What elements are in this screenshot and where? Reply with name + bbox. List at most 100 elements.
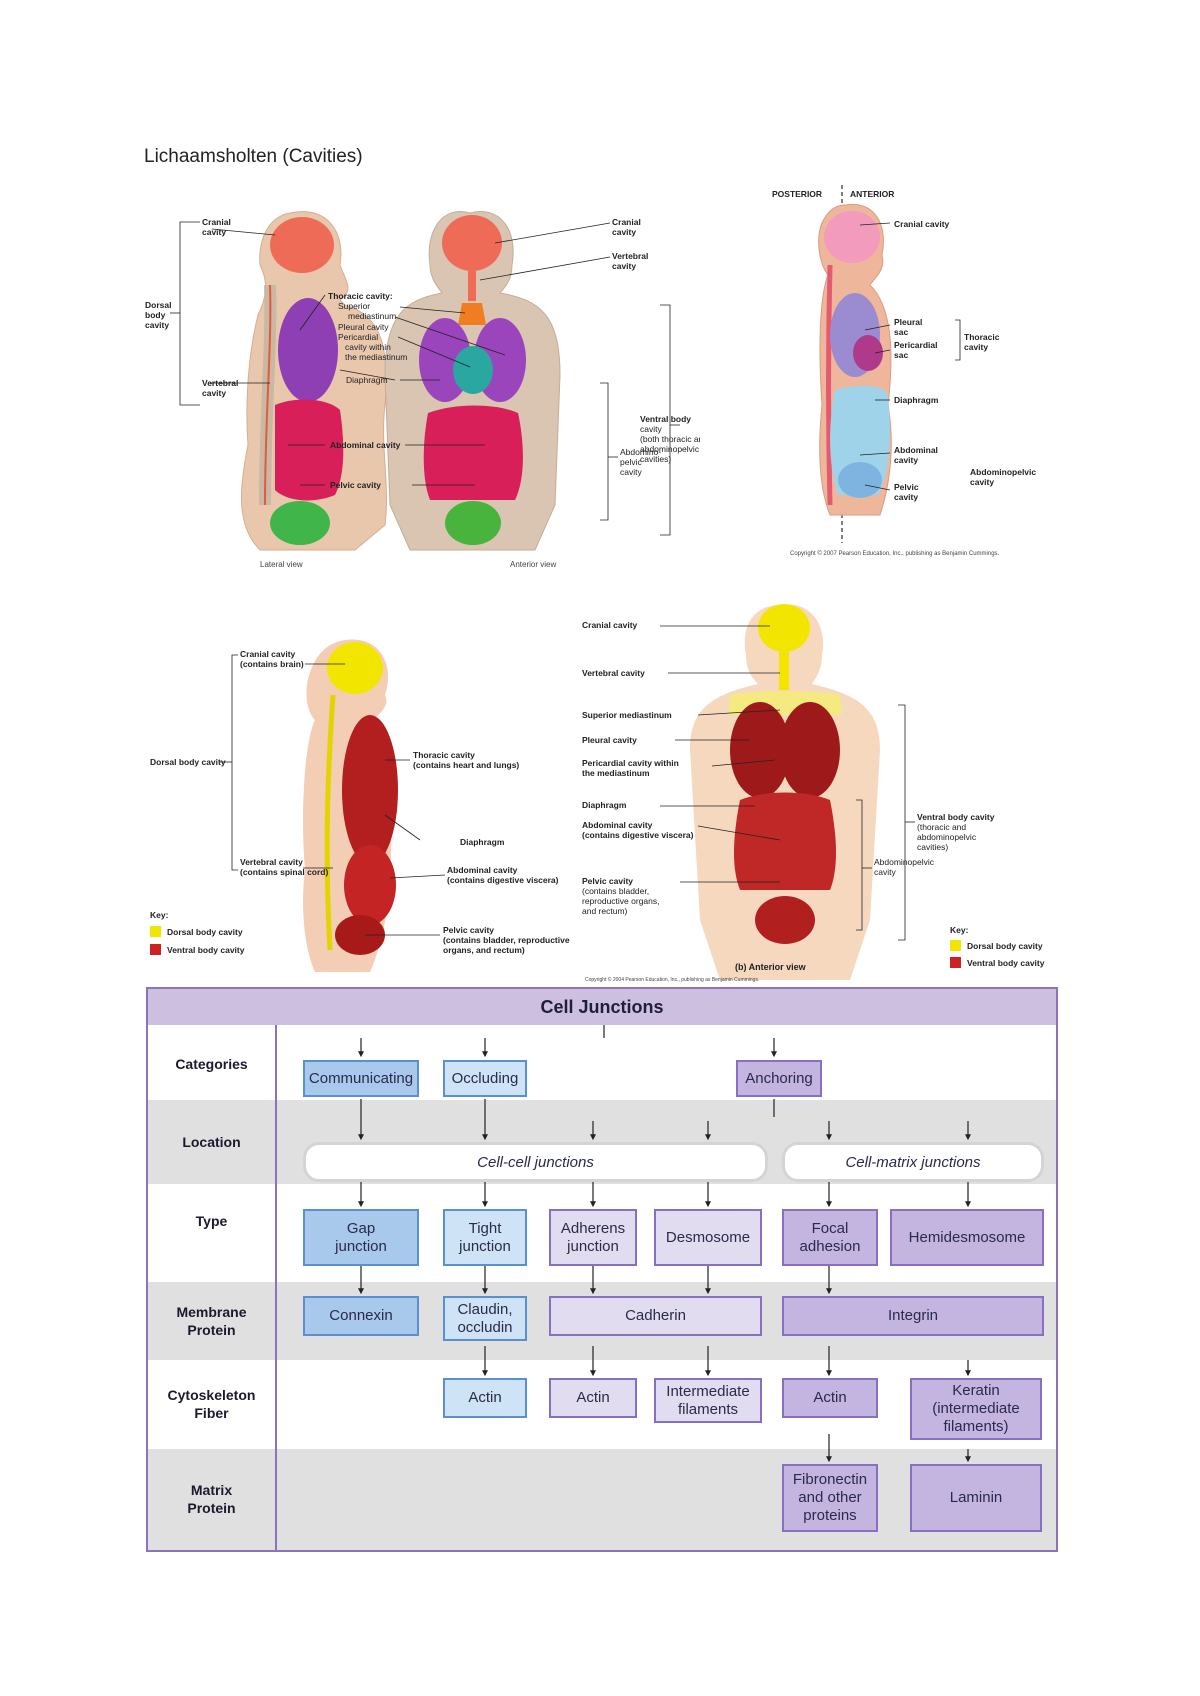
row-label-location: Location	[182, 1134, 241, 1150]
label-pleural-cavity: Pleural cavity	[338, 322, 389, 332]
label-ant2-rectum: and rectum)	[582, 906, 628, 916]
box-anchoring: Anchoring	[736, 1060, 822, 1097]
body-cavities-figure-sagittal: POSTERIOR ANTERIOR Cranial cavity Pleura…	[772, 185, 1036, 557]
label-key-abdominal: Abdominal cavity	[447, 865, 518, 875]
label-ant-cranial: Cranial	[612, 217, 641, 227]
label-ventral-both: (both thoracic and	[640, 434, 700, 444]
label-posterior: POSTERIOR	[772, 189, 822, 199]
copyright-ant2: Copyright © 2004 Pearson Education, Inc.…	[585, 976, 759, 983]
label-diaphragm: Diaphragm	[346, 375, 388, 385]
box-actin-adherens: Actin	[549, 1378, 637, 1418]
label-ant2-key-ventral: Ventral body cavity	[967, 958, 1045, 968]
label-sag-pericardial-sac: sac	[894, 350, 908, 360]
label-key-contains-heart: (contains heart and lungs)	[413, 760, 519, 770]
box-claudin-occludin: Claudin,occludin	[443, 1296, 527, 1341]
label-ant-cranial-cavity: cavity	[612, 227, 636, 237]
pill-cell-cell-junctions: Cell-cell junctions	[303, 1142, 768, 1182]
label-ventral-cavity: cavity	[640, 424, 662, 434]
box-actin-tight: Actin	[443, 1378, 527, 1418]
label-sag-cranial: Cranial cavity	[894, 219, 950, 229]
label-abdomino: Abdomino-	[620, 447, 661, 457]
label-ant2-abdominopelvic-cavity: cavity	[874, 867, 896, 877]
label-vertebral-cavity: cavity	[202, 388, 226, 398]
label-sag-pelvic-cavity: cavity	[894, 492, 918, 502]
cell-junctions-title: Cell Junctions	[148, 989, 1056, 1025]
label-pelvic-cavity: Pelvic cavity	[330, 480, 381, 490]
label-ant2-contains-digestive: (contains digestive viscera)	[582, 830, 694, 840]
box-connexin: Connexin	[303, 1296, 419, 1336]
label-key-contains-brain: (contains brain)	[240, 659, 304, 669]
label-ant2-cavities: cavities)	[917, 842, 948, 852]
label-sag-abdominopelvic-cavity: cavity	[970, 477, 994, 487]
anterior-body-illustration	[384, 211, 561, 551]
label-ant2-mediastinum: the mediastinum	[582, 768, 650, 778]
label-thoracic-cavity: Thoracic cavity:	[328, 291, 393, 301]
row-label-divider	[275, 1025, 277, 1550]
label-abdominal-cavity: Abdominal cavity	[330, 440, 401, 450]
label-ant2-contains-bladder: (contains bladder,	[582, 886, 649, 896]
label-cavity-within: cavity within	[345, 342, 391, 352]
label-ant2-diaphragm: Diaphragm	[582, 800, 627, 810]
label-ventral-body: Ventral body	[640, 414, 691, 424]
label-key-organs-rectum: organs, and rectum)	[443, 945, 525, 955]
box-integrin: Integrin	[782, 1296, 1044, 1336]
label-ant2-pelvic: Pelvic cavity	[582, 876, 633, 886]
label-superior: Superior	[338, 301, 370, 311]
caption-lateral-view: Lateral view	[260, 560, 303, 569]
label-key-dorsal-body-cavity: Dorsal body cavity	[150, 757, 226, 767]
label-sag-pleural-sac: sac	[894, 327, 908, 337]
body-cavities-figure-key-lateral: Cranial cavity (contains brain) Dorsal b…	[150, 639, 570, 972]
lateral-body-illustration	[240, 211, 387, 551]
label-anterior: ANTERIOR	[850, 189, 894, 199]
label-cranial: Cranial	[202, 217, 231, 227]
label-ventral-cavities: cavities)	[640, 454, 671, 464]
label-cranial-cavity: cavity	[202, 227, 226, 237]
label-ant-vertebral: Vertebral	[612, 251, 648, 261]
label-key-contains-bladder: (contains bladder, reproductive	[443, 935, 570, 945]
label-sag-abdominal: Abdominal	[894, 445, 938, 455]
label-ant2-cranial: Cranial cavity	[582, 620, 638, 630]
cell-junctions-table: Cell Junctions Categories Location Type …	[146, 987, 1058, 1552]
label-key-vertebral: Vertebral cavity	[240, 857, 303, 867]
body-cavities-figure-key-anterior: Cranial cavity Vertebral cavity Superior…	[582, 604, 1045, 983]
label-ventral-abdominopelvic: abdominopelvic	[640, 444, 700, 454]
row-type: Type	[148, 1184, 1056, 1282]
label-ant2-abdominopelvic-word: abdominopelvic	[917, 832, 977, 842]
label-key-diaphragm: Diaphragm	[460, 837, 505, 847]
key-swatch-dorsal	[150, 926, 161, 937]
body-cavities-figure-lateral-anterior: Cranial cavity Dorsal body cavity Verteb…	[145, 211, 700, 569]
box-desmosome: Desmosome	[654, 1209, 762, 1266]
copyright-sagittal: Copyright © 2007 Pearson Education, Inc.…	[790, 550, 1000, 557]
label-key-contains-spinal: (contains spinal cord)	[240, 867, 328, 877]
label-ant2-key-dorsal: Dorsal body cavity	[967, 941, 1043, 951]
label-ant2-ventral: Ventral body cavity	[917, 812, 995, 822]
label-sag-diaphragm: Diaphragm	[894, 395, 939, 405]
label-key-pelvic: Pelvic cavity	[443, 925, 494, 935]
label-ant2-superior: Superior mediastinum	[582, 710, 672, 720]
label-ant2-key: Key:	[950, 925, 969, 935]
box-laminin: Laminin	[910, 1464, 1042, 1532]
label-vertebral: Vertebral	[202, 378, 238, 388]
key-swatch-ant2-dorsal	[950, 940, 961, 951]
label-dorsal: Dorsal	[145, 300, 171, 310]
label-ant2-abdominopelvic: Abdominopelvic	[874, 857, 935, 867]
row-label-type: Type	[195, 1213, 228, 1229]
label-sag-thoracic-cavity: cavity	[964, 342, 988, 352]
label-ant2-pericardial: Pericardial cavity within	[582, 758, 679, 768]
label-sag-abdominal-cavity: cavity	[894, 455, 918, 465]
label-ant2-pleural: Pleural cavity	[582, 735, 637, 745]
box-actin-focal: Actin	[782, 1378, 878, 1418]
caption-b-anterior-view: (b) Anterior view	[735, 962, 807, 972]
box-occluding: Occluding	[443, 1060, 527, 1097]
label-sag-pericardial: Pericardial	[894, 340, 937, 350]
label-dorsal-body: body	[145, 310, 166, 320]
